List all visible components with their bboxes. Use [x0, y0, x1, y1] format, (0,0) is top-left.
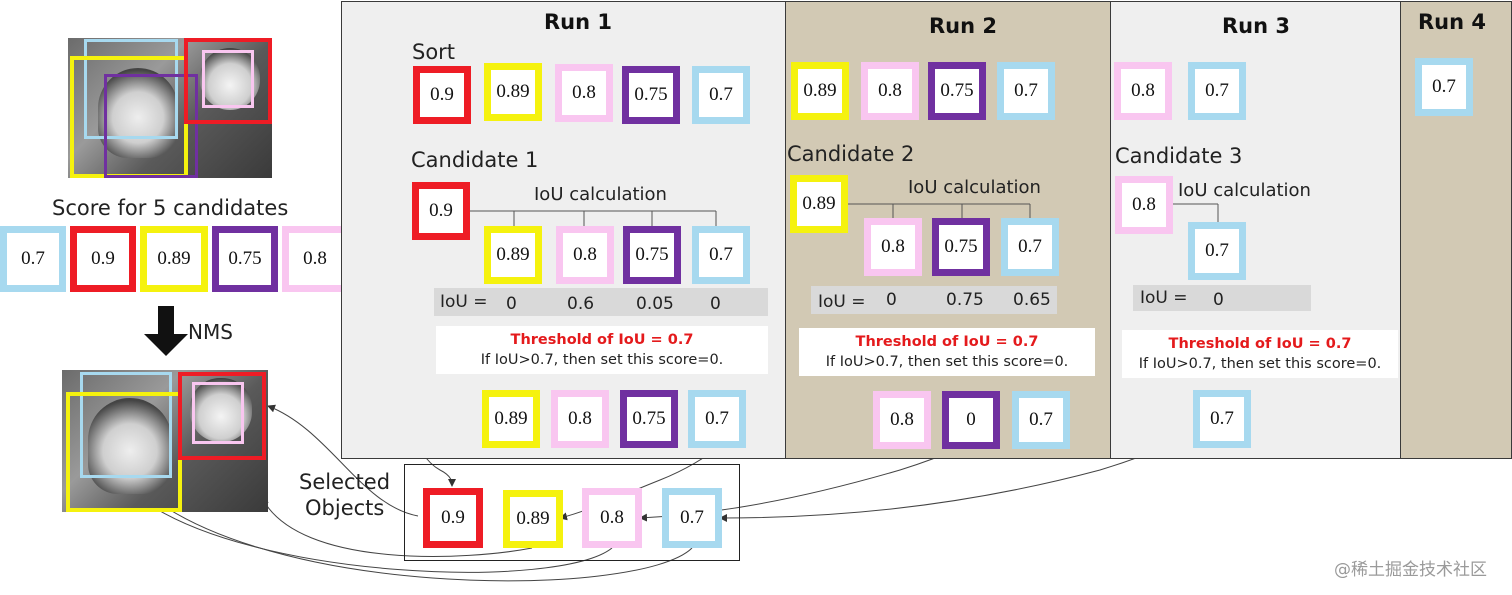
- iou-label: IoU =: [818, 292, 866, 312]
- threshold-note: If IoU>0.7, then set this score=0.: [480, 352, 724, 368]
- result-box: 0.89: [482, 390, 540, 448]
- iou-bar: [1133, 285, 1311, 311]
- iou-bracket: [470, 210, 717, 227]
- iou-bar: [434, 288, 768, 316]
- threshold-box: Threshold of IoU = 0.7 If IoU>0.7, then …: [436, 326, 768, 374]
- selected-box: 0.8: [582, 488, 642, 548]
- score-box: 0.7: [0, 226, 66, 292]
- iou-value: 0.75: [946, 290, 984, 310]
- sort-label: Sort: [412, 40, 456, 64]
- threshold-note: If IoU>0.7, then set this score=0.: [1138, 356, 1382, 372]
- iou-bracket: [1173, 203, 1219, 222]
- result-box: 0.7: [1193, 390, 1251, 448]
- threshold-title: Threshold of IoU = 0.7: [855, 334, 1039, 350]
- compared-box: 0.75: [623, 226, 681, 284]
- run2-title: Run 2: [929, 14, 997, 38]
- result-box: 0.7: [1012, 391, 1070, 449]
- compared-box: 0.7: [692, 226, 750, 284]
- threshold-note: If IoU>0.7, then set this score=0.: [825, 354, 1069, 370]
- score-label: Score for 5 candidates: [52, 196, 289, 220]
- sorted-box: 0.7: [997, 62, 1055, 120]
- candidate-label: Candidate 2: [787, 142, 915, 166]
- selected-box: 0.9: [423, 488, 483, 548]
- dog-face-right: [200, 48, 260, 110]
- nms-arrow-icon: [144, 306, 188, 356]
- selected-box: 0.7: [662, 488, 722, 548]
- selected-label-line1: Selected: [299, 470, 391, 494]
- compared-box: 0.8: [864, 218, 922, 276]
- score-box: 0.75: [212, 226, 278, 292]
- bbox-lightblue: [84, 39, 178, 139]
- candidate-box: 0.89: [790, 175, 848, 233]
- iou-label: IoU =: [440, 292, 488, 312]
- compared-box: 0.89: [484, 226, 542, 284]
- dog-face-left: [98, 68, 178, 158]
- iou-label: IoU =: [1140, 288, 1188, 308]
- sorted-box: 0.7: [1188, 62, 1246, 120]
- score-box: 0.9: [70, 226, 136, 292]
- bbox-yellow: [66, 392, 182, 512]
- candidate-label: Candidate 1: [411, 148, 539, 172]
- run1-title: Run 1: [544, 10, 612, 34]
- threshold-title: Threshold of IoU = 0.7: [510, 332, 694, 348]
- sorted-box: 0.9: [413, 66, 471, 124]
- run4-title: Run 4: [1418, 10, 1486, 34]
- threshold-box: Threshold of IoU = 0.7 If IoU>0.7, then …: [799, 328, 1095, 376]
- sorted-box: 0.75: [622, 66, 680, 124]
- sorted-box: 0.8: [555, 64, 613, 122]
- selected-label-line2: Objects: [305, 496, 385, 520]
- bbox-purple: [104, 74, 198, 178]
- sorted-box: 0.8: [861, 62, 919, 120]
- selected-objects-box: [404, 464, 740, 561]
- candidate-box: 0.9: [412, 182, 470, 240]
- result-box: 0.75: [620, 390, 678, 448]
- threshold-box: Threshold of IoU = 0.7 If IoU>0.7, then …: [1122, 330, 1398, 378]
- iou-calc-label: IoU calculation: [908, 177, 1041, 198]
- selected-box: 0.89: [503, 490, 563, 548]
- result-box: 0: [942, 391, 1000, 449]
- output-dog-image: [62, 370, 268, 512]
- watermark: @稀土掘金技术社区: [1334, 560, 1487, 580]
- compared-box: 0.75: [932, 218, 990, 276]
- iou-value: 0: [1213, 290, 1224, 310]
- iou-value: 0.05: [636, 294, 674, 314]
- bbox-red: [184, 38, 272, 124]
- input-dog-image: [68, 38, 272, 178]
- sorted-box: 0.7: [692, 66, 750, 124]
- bbox-pink: [202, 50, 254, 108]
- candidate-label: Candidate 3: [1115, 144, 1243, 168]
- result-box: 0.8: [873, 391, 931, 449]
- compared-box: 0.8: [556, 226, 614, 284]
- bbox-red: [178, 372, 266, 460]
- iou-value: 0: [710, 294, 721, 314]
- threshold-title: Threshold of IoU = 0.7: [1168, 336, 1352, 352]
- candidate-box: 0.8: [1115, 176, 1173, 234]
- iou-value: 0.65: [1013, 290, 1051, 310]
- nms-label: NMS: [188, 320, 233, 344]
- compared-box: 0.7: [1188, 222, 1246, 280]
- result-box: 0.7: [688, 390, 746, 448]
- iou-calc-label: IoU calculation: [534, 184, 667, 205]
- score-box: 0.89: [140, 226, 208, 292]
- iou-value: 0: [886, 290, 897, 310]
- dog-face-left: [88, 398, 172, 494]
- score-box: 0.8: [282, 226, 348, 292]
- sorted-box: 0.7: [1415, 58, 1473, 116]
- bbox-pink: [192, 382, 244, 444]
- iou-value: 0: [506, 294, 517, 314]
- run3-title: Run 3: [1222, 14, 1290, 38]
- sorted-box: 0.89: [484, 63, 542, 121]
- compared-box: 0.7: [1001, 218, 1059, 276]
- sorted-box: 0.8: [1114, 62, 1172, 120]
- sorted-box: 0.89: [791, 62, 849, 120]
- bbox-lightblue: [80, 372, 172, 478]
- iou-calc-label: IoU calculation: [1178, 180, 1311, 201]
- result-box: 0.8: [551, 390, 609, 448]
- iou-bracket: [848, 203, 1031, 220]
- iou-value: 0.6: [567, 294, 595, 314]
- sorted-box: 0.75: [928, 62, 986, 120]
- iou-bar: [811, 286, 1057, 314]
